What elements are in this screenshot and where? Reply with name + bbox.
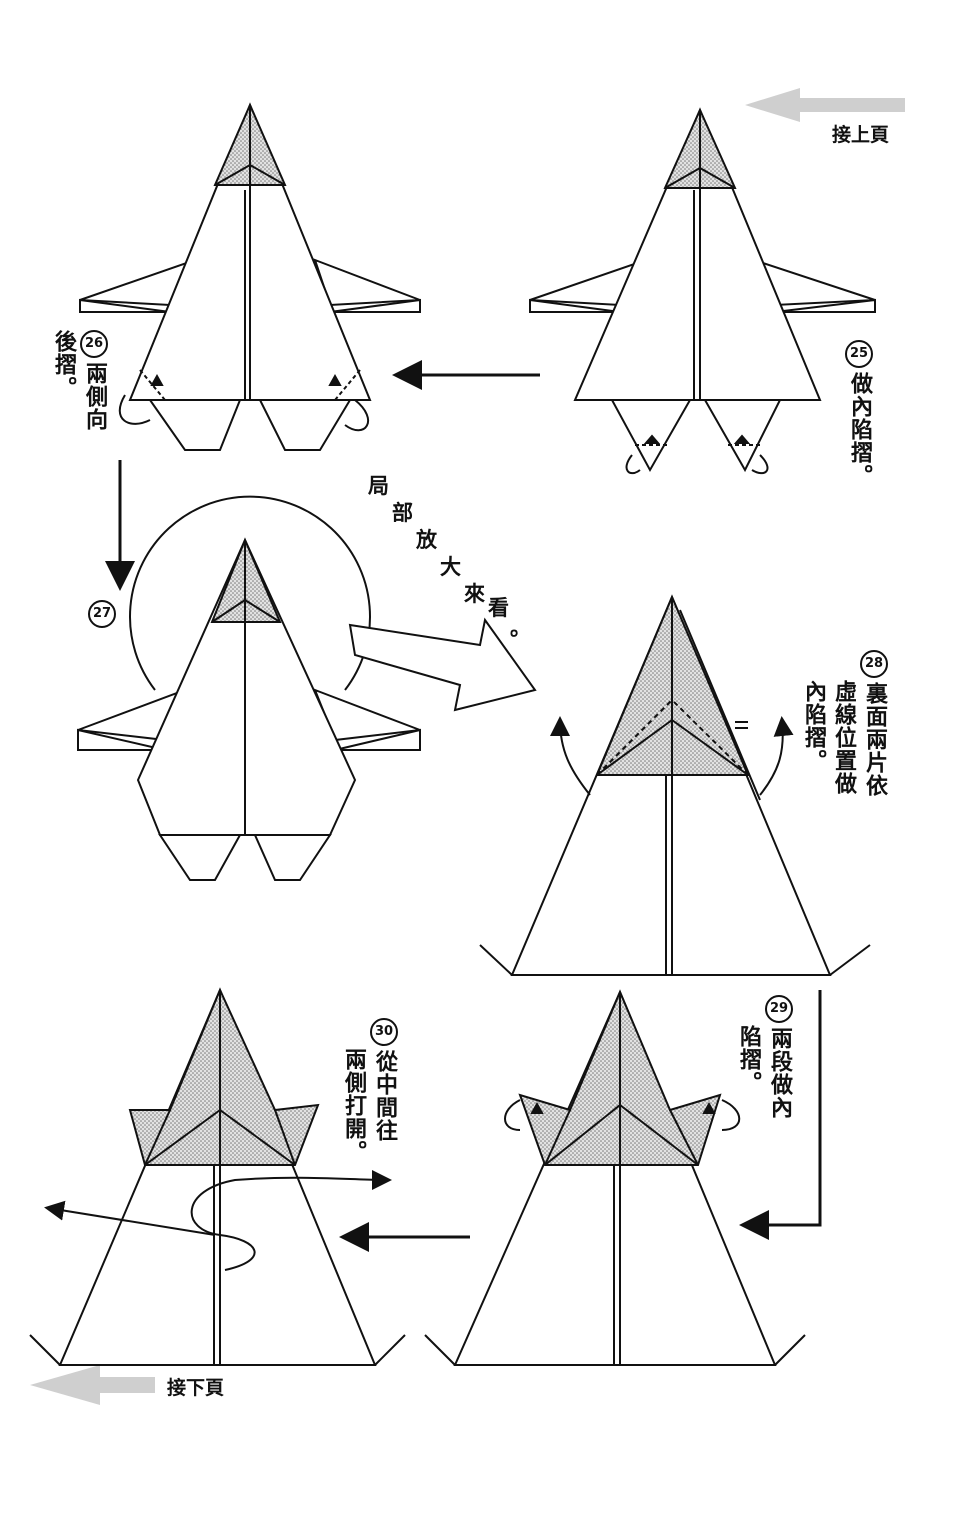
callout-char-3: 放 <box>416 528 437 552</box>
step-29-line-1: 兩段做內 <box>767 1027 792 1119</box>
step-26-number: 26 <box>80 330 108 358</box>
next-page-label: 接下頁 <box>167 1377 225 1399</box>
step-28-line-1: 裏面兩片依 <box>862 682 887 797</box>
step-30-line-1: 從中間往 <box>372 1050 397 1142</box>
step-30-instruction-col1: 30 從中間往 <box>370 1018 398 1142</box>
step-25-line-1: 做內陷摺。 <box>847 372 872 487</box>
step-30-instruction-col2: 兩側打開。 <box>340 1048 366 1163</box>
callout-char-5: 來 <box>464 582 485 606</box>
next-page-arrow-icon <box>30 1365 155 1405</box>
step-25-number: 25 <box>845 340 873 368</box>
prev-page-arrow-icon <box>745 88 905 122</box>
plane-step-28 <box>479 594 871 976</box>
step-28-instruction-col1: 28 裏面兩片依 <box>860 650 888 797</box>
plane-step-29 <box>424 989 806 1366</box>
plane-step-25 <box>529 107 876 475</box>
step-28-instruction-col2: 虛線位置做 <box>830 680 856 795</box>
callout-char-2: 部 <box>392 501 413 525</box>
step-26-line-2: 後摺。 <box>51 330 76 399</box>
arrow-28-to-29 <box>739 990 822 1240</box>
step-28-line-2: 虛線位置做 <box>831 680 856 795</box>
step-27-number: 27 <box>88 600 116 628</box>
plane-step-26 <box>79 102 421 451</box>
step-25-instruction: 25 做內陷摺。 <box>845 340 873 487</box>
plane-step-30 <box>29 987 406 1366</box>
callout-char-1: 局 <box>368 474 389 498</box>
step-28-instruction-col3: 內陷摺。 <box>800 680 826 772</box>
step-29-line-2: 陷摺。 <box>736 1025 761 1094</box>
step-26-instruction-main: 26 兩側向 <box>80 330 108 431</box>
callout-char-4: 大 <box>440 555 461 579</box>
zoom-callout-arrow-icon <box>348 617 537 712</box>
step-28-line-3: 內陷摺。 <box>801 680 826 772</box>
step-28-number: 28 <box>860 650 888 678</box>
step-29-instruction-col1: 29 兩段做內 <box>765 995 793 1119</box>
callout-char-7: 。 <box>510 616 531 640</box>
step-29-number: 29 <box>765 995 793 1023</box>
step-26-line-1: 兩側向 <box>82 362 107 431</box>
prev-page-label: 接上頁 <box>832 124 890 146</box>
callout-char-6: 看 <box>488 596 509 620</box>
plane-step-27 <box>77 495 421 881</box>
step-26-instruction: 後摺。 <box>50 330 76 399</box>
step-30-line-2: 兩側打開。 <box>341 1048 366 1163</box>
step-29-instruction-col2: 陷摺。 <box>735 1025 761 1094</box>
step-30-number: 30 <box>370 1018 398 1046</box>
